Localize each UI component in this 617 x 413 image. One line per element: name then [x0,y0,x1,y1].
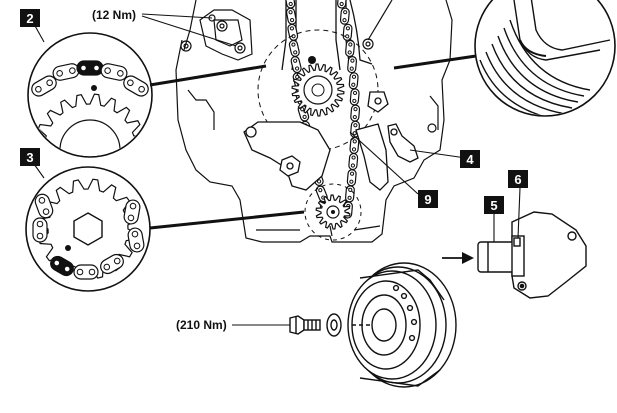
chain-link [348,152,359,171]
detail-view-guide [393,0,616,117]
svg-text:3: 3 [26,150,33,165]
upper-sprocket [257,29,379,151]
chain-link [342,23,353,41]
chain-link [339,7,350,25]
chain-link [290,56,302,74]
chain-tensioner [477,211,587,299]
detail3-chain-link [123,199,141,225]
component-4 [387,123,419,163]
detail3-chain-link [127,227,145,253]
chain-link [344,185,355,203]
chain-link [350,104,361,122]
insert-arrow [442,252,474,264]
svg-text:2: 2 [26,11,33,26]
detail2-chain-link [31,75,57,97]
detail-view-3 [25,166,305,292]
detail3-chain-link [50,255,74,277]
pulley-bolt [289,315,321,335]
detail2-chain-link [100,63,128,81]
leader-lines [33,13,521,326]
detail2-chain-link [123,75,149,97]
callout-2: 2 [20,9,40,27]
callout-4: 4 [460,150,480,168]
detail3-chain-link [73,264,99,280]
callout-9: 9 [418,190,438,208]
svg-text:5: 5 [490,198,497,213]
detail-view-2 [27,32,267,158]
crankshaft-sprocket [304,183,362,241]
tensioner-arm [243,91,389,191]
chain-link [288,39,300,57]
callout-5: 5 [484,196,504,214]
chain-link [348,72,359,90]
torque-label-top: (12 Nm) [92,8,136,22]
svg-text:4: 4 [466,152,474,167]
detail3-chain-link [32,217,48,243]
chain-link [345,39,355,58]
engine-block-outline [175,0,453,243]
washer [326,313,342,337]
crankshaft-pulley [347,262,457,388]
detail2-chain-link [76,60,104,76]
detail3-chain-link [100,253,124,275]
chain-link [285,7,297,25]
svg-text:6: 6 [514,172,521,187]
callout-6: 6 [508,170,528,188]
chain-link [349,88,360,106]
detail2-chain-link [52,63,80,81]
chain-link [347,56,358,74]
svg-text:9: 9 [424,192,431,207]
torque-label-bolt: (210 Nm) [176,318,227,332]
callout-3: 3 [20,148,40,166]
chain-link [346,169,357,187]
chain-link [287,23,299,41]
detail3-chain-link [34,193,54,219]
chain-link [337,0,347,9]
